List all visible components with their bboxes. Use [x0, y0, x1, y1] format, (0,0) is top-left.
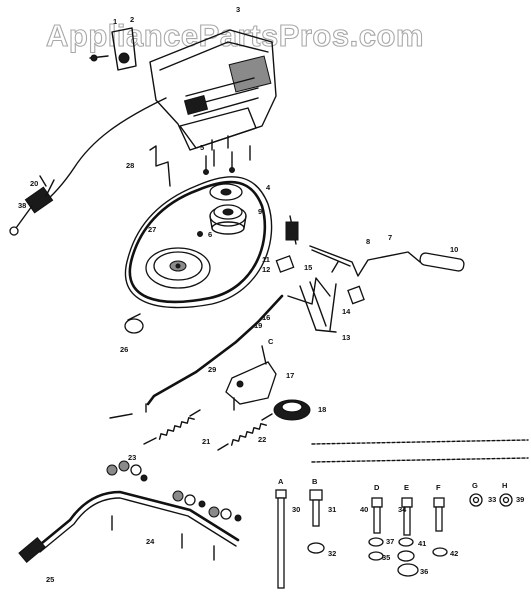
spring-right: [217, 413, 273, 451]
clutch-bracket: [225, 345, 277, 411]
nut-g: [469, 493, 483, 507]
lift-rod: [18, 490, 240, 564]
callout: 1: [113, 17, 117, 26]
washers-37-42: [368, 537, 448, 577]
callout: 40: [360, 505, 368, 514]
engine-assembly: [149, 29, 277, 151]
callout: 7: [388, 233, 392, 242]
hardware-cluster-1: [106, 460, 148, 482]
callout: 19: [254, 321, 262, 330]
bushing: [273, 399, 311, 421]
callout: A: [278, 477, 284, 486]
drive-belt: [128, 180, 267, 304]
callout: 11: [262, 255, 270, 264]
nut-h: [499, 493, 513, 507]
callout: 29: [208, 365, 216, 374]
bolt-a: [275, 489, 287, 589]
spring-left: [143, 409, 201, 445]
callout: 12: [262, 265, 270, 274]
callout: 2: [130, 15, 134, 24]
callout: 14: [342, 307, 351, 316]
callout: 28: [126, 161, 134, 170]
callout: D: [374, 483, 380, 492]
reference-line-2: [311, 457, 529, 463]
callout: 3: [236, 5, 240, 14]
main-pulley: [145, 247, 211, 289]
bolt-b: [307, 489, 325, 554]
callout: 37: [386, 537, 394, 546]
cable-bracket: [149, 145, 171, 187]
retaining-clip: [124, 313, 144, 334]
callout: 32: [328, 549, 336, 558]
callout: 30: [292, 505, 300, 514]
watermark-text: AppliancePartsPros.com: [46, 18, 424, 53]
callout: 35: [382, 553, 390, 562]
engine-hardware: [203, 145, 251, 175]
callout: 18: [318, 405, 326, 414]
bolt-e: [401, 497, 413, 536]
hardware-cluster-2: [172, 490, 206, 508]
bolt-f: [433, 497, 445, 532]
shift-lever: [285, 215, 465, 277]
callout: 36: [420, 567, 428, 576]
shift-linkage: [275, 255, 365, 333]
callout: 15: [304, 263, 312, 272]
callout: 13: [342, 333, 350, 342]
callout: 25: [46, 575, 54, 584]
callout: 9: [258, 207, 262, 216]
callout: 16: [262, 313, 270, 322]
pulley-bolt: [197, 231, 203, 237]
callout: 5: [200, 143, 204, 152]
callout: C: [268, 337, 274, 346]
throttle-control: [9, 175, 55, 236]
callout: 26: [120, 345, 128, 354]
callout: 31: [328, 505, 336, 514]
callout: 24: [146, 537, 155, 546]
callout: 38: [18, 201, 26, 210]
reference-line: [311, 439, 529, 445]
callout: 42: [450, 549, 458, 558]
engine-pulley: [209, 183, 243, 201]
hardware-cluster-3: [208, 506, 242, 522]
recoil-shroud: [89, 27, 137, 71]
callout: 34: [398, 505, 407, 514]
callout: F: [436, 483, 441, 492]
callout: 21: [202, 437, 210, 446]
callout: 8: [366, 237, 370, 246]
callout: E: [404, 483, 409, 492]
callout: 6: [208, 230, 212, 239]
callout: 17: [286, 371, 294, 380]
idler-pulley: [209, 204, 247, 235]
callout: 10: [450, 245, 458, 254]
callout: 23: [128, 453, 136, 462]
callout: 4: [266, 183, 271, 192]
pin: [109, 413, 133, 419]
callout: 27: [148, 225, 156, 234]
bolt-d: [371, 497, 383, 534]
callout-labels: 1 2 3 4 5 6 7 8 9 10 11 12 13 14 15 16 1…: [18, 5, 524, 584]
callout: 22: [258, 435, 266, 444]
callout: 20: [30, 179, 38, 188]
callout: 39: [516, 495, 524, 504]
clutch-rod: [146, 294, 284, 406]
callout: H: [502, 481, 507, 490]
callout: G: [472, 481, 478, 490]
callout: B: [312, 477, 318, 486]
callout: 41: [418, 539, 426, 548]
callout: 33: [488, 495, 496, 504]
throttle-cable: [39, 97, 167, 207]
